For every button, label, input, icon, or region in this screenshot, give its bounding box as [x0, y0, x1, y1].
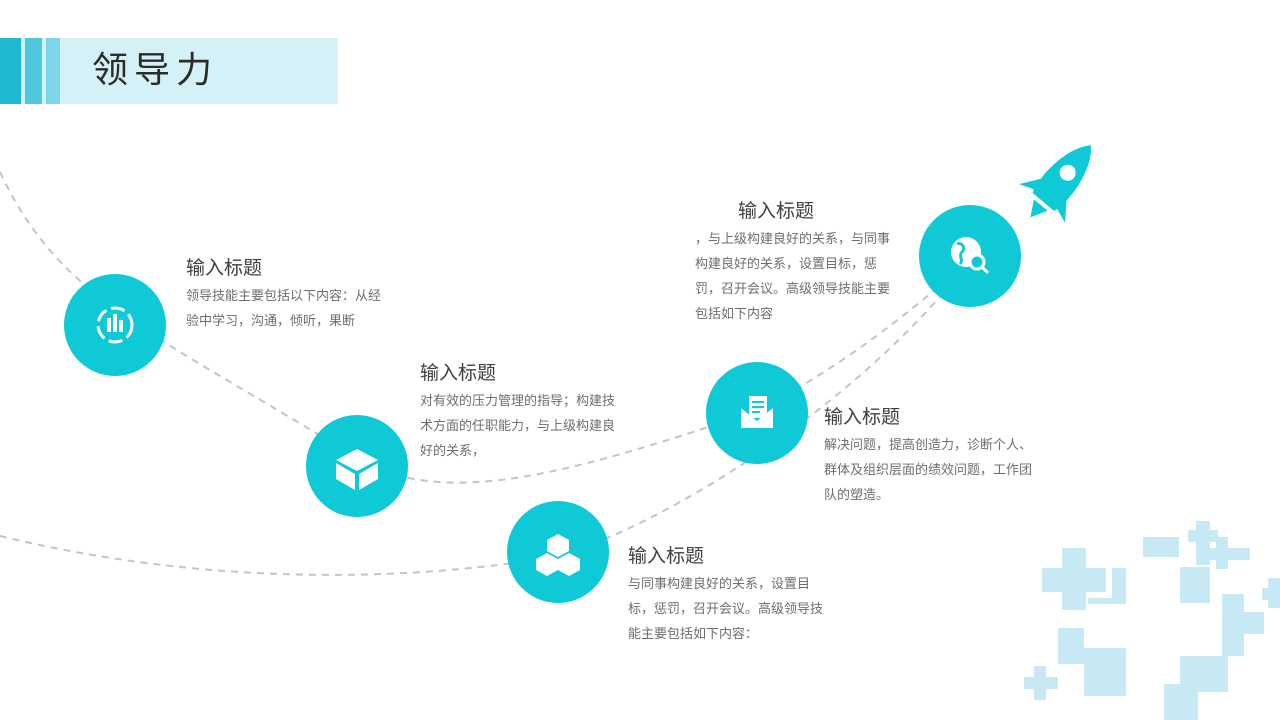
title-stripe — [46, 38, 60, 104]
mail-document-icon — [741, 396, 773, 428]
page-title: 领导力 — [92, 50, 219, 91]
cube-icon — [336, 449, 378, 490]
decorative-plus-pattern — [1024, 521, 1280, 720]
step-5-description: ，与上级构建良好的关系，与同事构建良好的关系，设置目标，惩罚，召开会议。高级领导… — [695, 232, 891, 322]
title-bar — [0, 38, 338, 104]
step-3-heading: 输入标题 — [628, 545, 705, 567]
cubes-stack-icon — [536, 534, 580, 576]
chart-icon — [96, 306, 134, 344]
step-4-description: 解决问题，提高创造力，诊断个人、群体及组织层面的绩效问题，工作团队的塑造。 — [824, 438, 1033, 503]
rocket-icon — [1019, 145, 1091, 223]
step-3-description: 与同事构建良好的关系，设置目标，惩罚，召开会议。高级领导技能主要包括如下内容： — [628, 577, 824, 642]
step-4-heading: 输入标题 — [824, 406, 901, 428]
step-5-heading: 输入标题 — [738, 200, 815, 222]
globe-search-icon — [951, 237, 990, 275]
step-2-heading: 输入标题 — [420, 362, 497, 384]
step-1-heading: 输入标题 — [186, 257, 263, 279]
title-stripe — [0, 38, 21, 104]
title-stripe — [25, 38, 42, 104]
step-1-description: 领导技能主要包括以下内容：从经验中学习，沟通，倾听，果断 — [186, 289, 382, 329]
step-2-description: 对有效的压力管理的指导；构建技术方面的任职能力，与上级构建良好的关系， — [420, 394, 616, 459]
